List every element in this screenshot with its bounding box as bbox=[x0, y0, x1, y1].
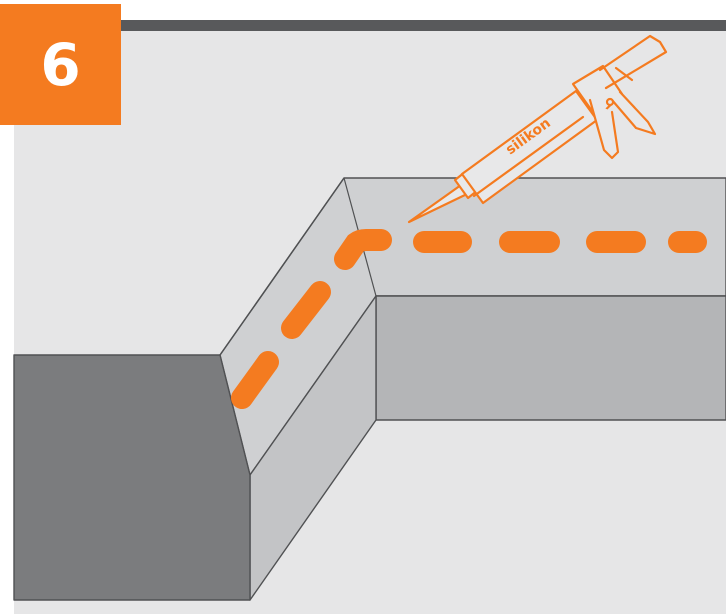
silicone-bead bbox=[231, 229, 707, 409]
bead-segment bbox=[334, 229, 392, 270]
gun-trigger bbox=[610, 90, 657, 136]
step-badge: 6 bbox=[0, 4, 121, 125]
step-number: 6 bbox=[40, 30, 81, 99]
top-bar bbox=[121, 20, 726, 31]
wall-left-face bbox=[13, 354, 251, 601]
wall-front-face bbox=[375, 295, 726, 421]
silicone-gun-icon bbox=[407, 34, 668, 224]
bead-segment bbox=[281, 281, 331, 339]
wall-fold-line bbox=[219, 177, 345, 356]
gun-rod-stop bbox=[614, 66, 634, 82]
gun-pivot bbox=[605, 97, 615, 107]
gun-handle bbox=[588, 98, 620, 160]
bead-segment bbox=[231, 351, 279, 409]
gun-rod bbox=[598, 34, 668, 90]
gun-tube-line bbox=[472, 115, 585, 198]
